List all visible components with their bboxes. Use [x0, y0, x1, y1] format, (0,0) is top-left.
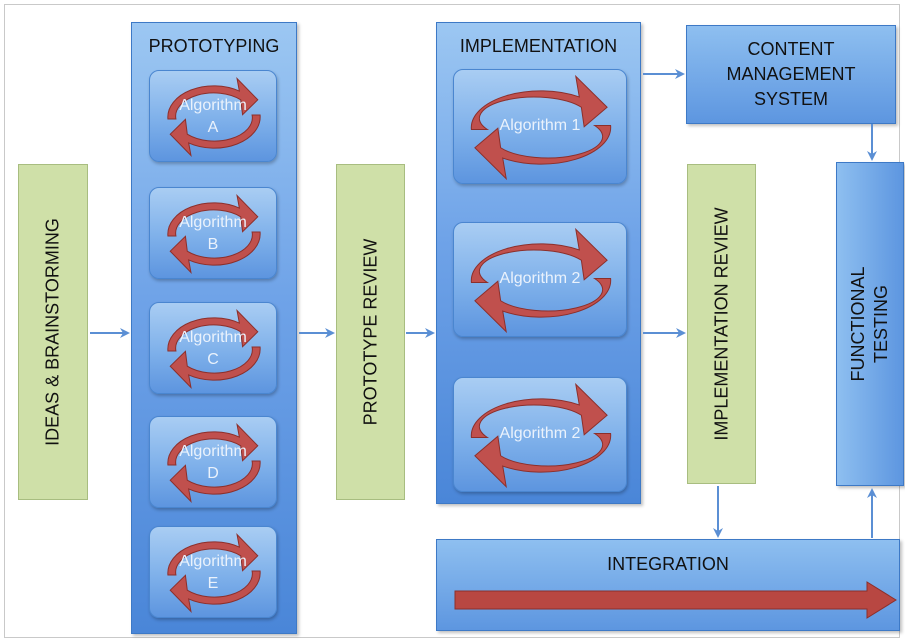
integration-bar: INTEGRATION: [436, 539, 900, 631]
integration-progress-arrow: [454, 581, 897, 619]
prototyping-title: PROTOTYPING: [148, 36, 280, 56]
algorithm-1-label: Algorithm 1: [499, 117, 581, 134]
implementation-panel: IMPLEMENTATION Algorithm 1 Algorithm 2 A…: [436, 22, 641, 504]
cycle-arrows-icon: [167, 308, 261, 390]
integration-title: INTEGRATION: [607, 554, 729, 574]
cycle-arrows-icon: [167, 76, 261, 158]
algorithm-2-label: Algorithm 2: [499, 270, 581, 287]
prototype-review-box: PROTOTYPE REVIEW: [336, 164, 405, 500]
cycle-arrows-icon: [470, 382, 612, 489]
implementation-review-box: IMPLEMENTATION REVIEW: [687, 164, 756, 484]
algorithm-1-card: Algorithm 1: [453, 69, 627, 184]
algorithm-2-card: Algorithm 2: [453, 222, 627, 337]
cycle-arrows-icon: [167, 193, 261, 275]
algorithm-2b-card: Algorithm 2: [453, 377, 627, 492]
cycle-arrows-icon: [470, 227, 612, 334]
cycle-arrows-icon: [167, 532, 261, 614]
cycle-arrows-icon: [470, 74, 612, 181]
ideas-brainstorming-box: IDEAS & BRAINSTORMING: [18, 164, 88, 500]
algorithm-2b-label: Algorithm 2: [499, 425, 581, 442]
implementation-title: IMPLEMENTATION: [459, 36, 618, 56]
cycle-arrows-icon: [167, 422, 261, 504]
